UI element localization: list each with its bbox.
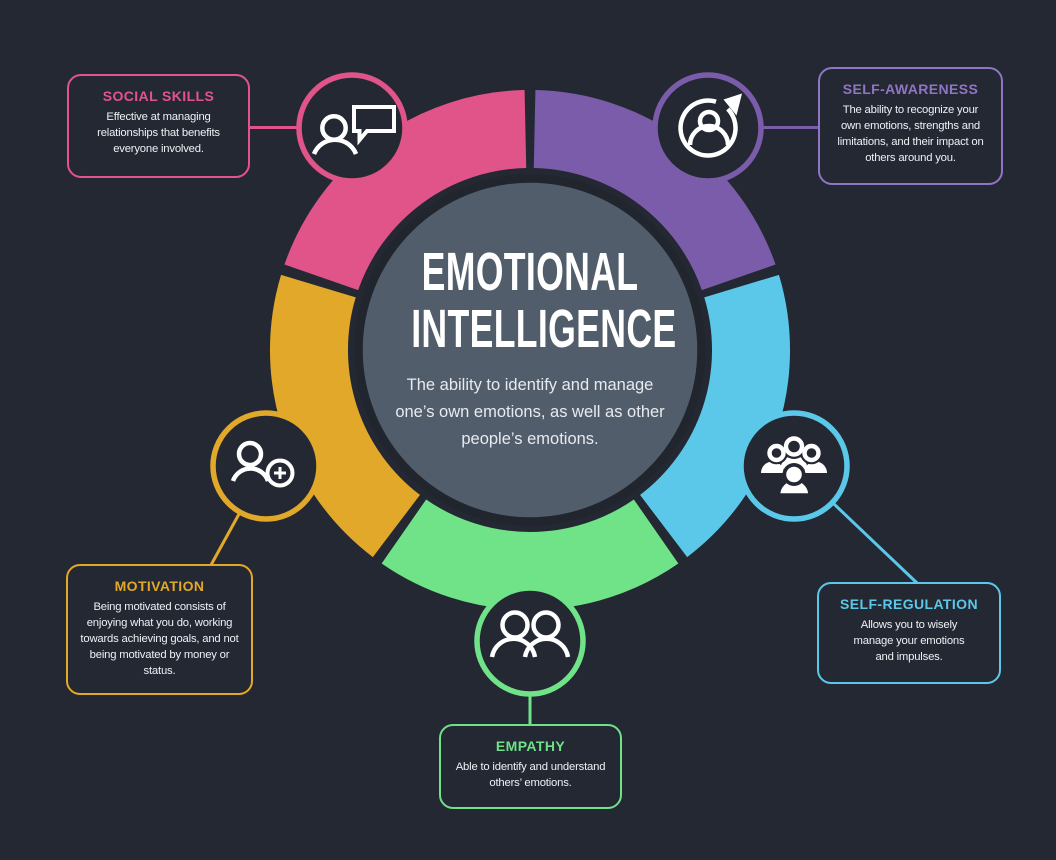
- info-box-description: Allows you to wisely manage your emotion…: [853, 619, 965, 664]
- icon-badge-self-regulation: [738, 410, 850, 522]
- segment-self-awareness: [532, 90, 776, 291]
- two-people-icon: [489, 610, 571, 658]
- icon-badge-self-awareness: [652, 72, 764, 184]
- icon-badges: [210, 72, 850, 697]
- donut-ring: [270, 90, 790, 610]
- person-add-icon: [230, 440, 295, 488]
- info-box-description: Effective at managing relationships that…: [97, 111, 220, 156]
- icon-badge-empathy: [474, 585, 586, 697]
- segment-motivation: [270, 274, 421, 558]
- info-box-description: The ability to recognize your own emotio…: [837, 104, 984, 165]
- info-box-description: Being motivated consists of enjoying wha…: [80, 601, 239, 678]
- info-box-self-regulation: SELF-REGULATION Allows you to wisely man…: [817, 582, 1001, 684]
- info-box-title: SOCIAL SKILLS: [102, 88, 215, 104]
- segment-empathy: [381, 499, 679, 610]
- connector-lines: [209, 126, 919, 725]
- center-circle: [354, 174, 706, 526]
- segment-social-skills: [284, 90, 528, 291]
- info-box-title: MOTIVATION: [114, 578, 205, 594]
- icon-badge-motivation: [210, 410, 322, 522]
- connector-self-regulation: [832, 502, 919, 585]
- connector-motivation: [209, 513, 241, 566]
- person-chat-icon: [311, 105, 396, 155]
- segment-self-regulation: [639, 274, 790, 558]
- info-box-self-awareness: SELF-AWARENESS The ability to recognize …: [818, 67, 1003, 185]
- info-box-motivation: MOTIVATION Being motivated consists of e…: [66, 564, 253, 695]
- info-box-social-skills: SOCIAL SKILLS Effective at managing rela…: [67, 74, 250, 178]
- icon-badge-social-skills: [296, 72, 408, 184]
- info-box-empathy: EMPATHY Able to identify and understand …: [439, 724, 622, 809]
- info-box-description: Able to identify and understand others’ …: [455, 761, 606, 790]
- info-box-title: EMPATHY: [495, 738, 566, 754]
- person-refresh-icon: [678, 93, 742, 158]
- info-box-title: SELF-REGULATION: [840, 596, 978, 612]
- people-group-icon: [761, 434, 827, 497]
- info-box-title: SELF-AWARENESS: [842, 81, 979, 97]
